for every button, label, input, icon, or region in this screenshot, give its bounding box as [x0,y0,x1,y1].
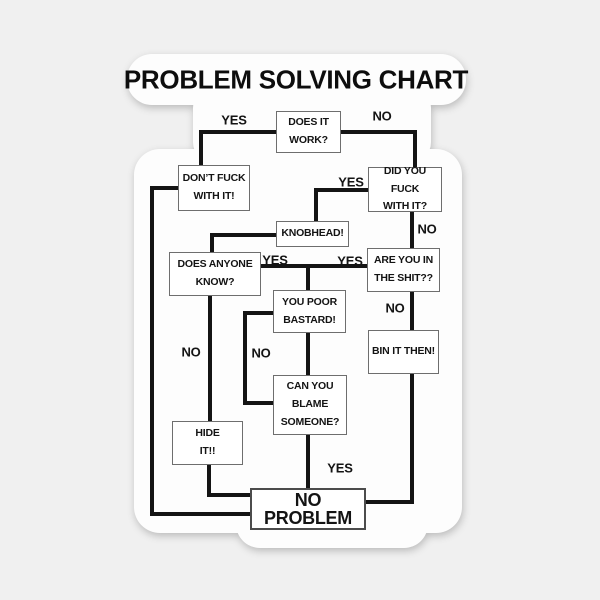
node-does-it-work: DOES IT WORK? [276,111,341,153]
chart-title: PROBLEM SOLVING CHART [123,64,469,95]
connector-yes-poor-v [306,264,310,292]
connector-knobhead-anyone-h [210,233,278,237]
edge-label-no-are-you: NO [385,300,405,316]
connector-no-top-v [413,130,417,169]
connector-no-hide-v [208,295,212,423]
connector-yes-problem-v [306,433,310,490]
connector-poor-blame-v [306,331,310,377]
node-dont-fuck-with-it: DON’T FUCK WITH IT! [178,165,250,211]
edge-label-yes-does-anyone: YES [262,252,288,268]
node-you-poor-bastard: YOU POOR BASTARD! [273,290,346,333]
edge-label-yes-are-you: YES [337,253,363,269]
connector-hide-problem-v [207,463,211,497]
connector-yes-merge-h [261,264,367,268]
edge-label-no-blame: NO [251,345,271,361]
edge-label-yes-did-you-fuck: YES [338,174,364,190]
connector-hide-problem-h [207,493,253,497]
connector-no-loop-v [243,311,247,405]
node-are-you-in-the-shit: ARE YOU IN THE SHIT?? [367,248,440,292]
connector-no-top-h [339,130,417,134]
connector-bin-problem-h [364,500,414,504]
edge-label-yes-top: YES [221,112,247,128]
connector-outer-left-bottom-h [150,512,252,516]
node-no-problem: NO PROBLEM [250,488,366,530]
edge-label-no-does-anyone: NO [181,344,201,360]
connector-bin-problem-v [410,372,414,504]
node-bin-it-then: BIN IT THEN! [368,330,439,374]
connector-no-loop-top-h [243,311,275,315]
edge-label-yes-blame: YES [327,460,353,476]
connector-outer-left-v [150,186,154,516]
node-did-you-fuck-with-it: DID YOU FUCK WITH IT? [368,165,442,212]
connector-yes-knobhead-v [314,188,318,223]
node-can-you-blame-someone: CAN YOU BLAME SOMEONE? [273,375,347,435]
connector-knobhead-anyone-v [210,233,214,254]
node-hide-it: HIDE IT!! [172,421,243,465]
node-does-anyone-know: DOES ANYONE KNOW? [169,252,261,296]
edge-label-no-did-you-fuck: NO [417,221,437,237]
connector-yes-top-h [199,130,278,134]
connector-yes-knobhead-h [314,188,370,192]
connector-no-are-you-v [410,210,414,250]
connector-outer-left-top-h [150,186,180,190]
node-knobhead: KNOBHEAD! [276,221,349,247]
connector-yes-top-v [199,130,203,167]
edge-label-no-top: NO [372,108,392,124]
connector-no-loop-bottom-h [243,401,275,405]
connector-no-bin-v [410,290,414,332]
